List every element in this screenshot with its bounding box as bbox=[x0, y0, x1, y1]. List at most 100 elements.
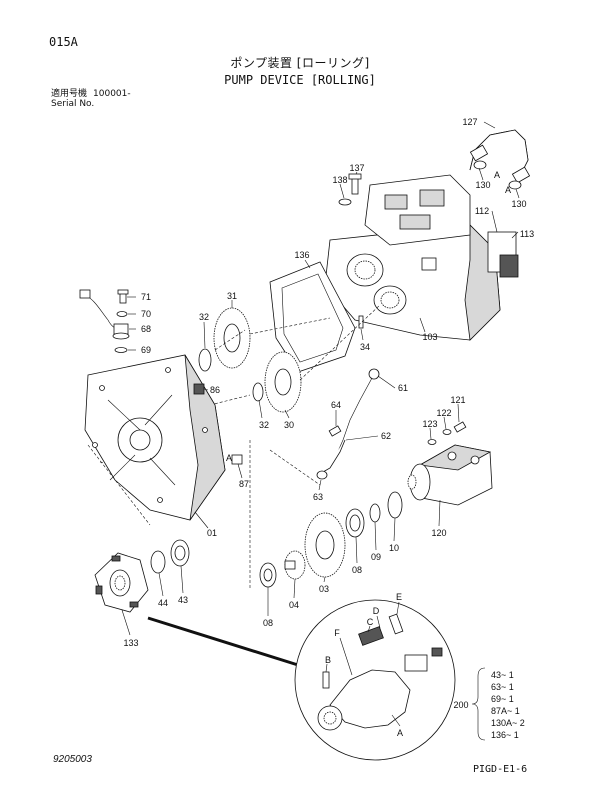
bolt-137 bbox=[351, 177, 359, 195]
inset-screw-e bbox=[388, 613, 404, 635]
fitting-130-right bbox=[508, 180, 522, 190]
assembly-line-86 bbox=[209, 394, 251, 406]
o-ring-123 bbox=[427, 439, 437, 445]
leader-inset-e bbox=[396, 601, 400, 615]
bolt-71-head bbox=[117, 289, 129, 295]
gear-30-hub bbox=[274, 368, 292, 396]
gasket-136 bbox=[269, 261, 356, 373]
callout-137: 137 bbox=[349, 163, 364, 173]
coupling-133 bbox=[94, 552, 149, 613]
kit-item-1: 43~ 1 bbox=[491, 670, 514, 680]
dipstick-61 bbox=[334, 377, 373, 459]
leader-34 bbox=[360, 328, 364, 341]
callout-64: 64 bbox=[331, 400, 341, 410]
leader-86 bbox=[203, 388, 209, 391]
sheet-id: 015A bbox=[49, 35, 78, 49]
drawing-number: 9205003 bbox=[53, 754, 92, 765]
valve-block bbox=[364, 174, 471, 246]
leader-03 bbox=[323, 576, 326, 583]
callout-08-right: 08 bbox=[352, 565, 362, 575]
callout-44: 44 bbox=[158, 598, 168, 608]
housing-bolt-hole-3 bbox=[92, 442, 98, 448]
letter-inset-b: B bbox=[325, 655, 331, 665]
serial-label-ja: 適用号機 bbox=[51, 89, 88, 99]
leader-137 bbox=[355, 171, 358, 175]
letter-inset-f: F bbox=[334, 628, 340, 638]
callout-43: 43 bbox=[178, 595, 188, 605]
gear-pump-port-2 bbox=[470, 455, 480, 465]
callout-04: 04 bbox=[289, 600, 299, 610]
leader-61 bbox=[377, 375, 396, 389]
o-ring-69 bbox=[114, 347, 128, 353]
letter-inset-c: C bbox=[367, 617, 374, 627]
sensor-68-flange bbox=[112, 332, 130, 340]
leader-120 bbox=[438, 499, 441, 527]
housing-bore-inner bbox=[129, 429, 151, 451]
housing-rib-1 bbox=[107, 399, 141, 431]
housing-flange bbox=[184, 354, 226, 521]
plug-87 bbox=[231, 454, 243, 465]
callout-86: 86 bbox=[210, 385, 220, 395]
leader-44 bbox=[158, 572, 164, 597]
pump-spline-rear bbox=[380, 291, 400, 309]
callout-130-lower: 130 bbox=[511, 199, 526, 209]
inset-plate-c bbox=[358, 626, 384, 646]
kit-item-5: 130A~ 2 bbox=[491, 718, 525, 728]
leader-130-a bbox=[478, 167, 484, 181]
letter-inset-e: E bbox=[396, 592, 402, 602]
leader-112 bbox=[491, 210, 498, 233]
callout-10: 10 bbox=[389, 543, 399, 553]
callout-08-left: 08 bbox=[263, 618, 273, 628]
pipe-127-fitting-left bbox=[469, 144, 489, 162]
housing-bolt-hole-2 bbox=[165, 367, 171, 373]
leader-123 bbox=[429, 427, 432, 440]
inset-contents bbox=[317, 613, 443, 731]
callout-32-upper: 32 bbox=[199, 312, 209, 322]
callout-127: 127 bbox=[462, 117, 477, 127]
valve-block-spool-1 bbox=[384, 194, 408, 210]
callout-61: 61 bbox=[398, 383, 408, 393]
callout-68: 68 bbox=[141, 324, 151, 334]
callout-62: 62 bbox=[381, 431, 391, 441]
housing-rib-3 bbox=[109, 454, 136, 481]
bearing-08-right-inner bbox=[349, 514, 361, 532]
pump-port-boss bbox=[421, 257, 437, 271]
leader-87 bbox=[237, 463, 243, 479]
coupling-lug-1 bbox=[111, 555, 121, 562]
callout-01: 01 bbox=[207, 528, 217, 538]
leader-32-upper bbox=[203, 321, 206, 349]
bearing-08-left-inner bbox=[263, 568, 273, 582]
bolt-71 bbox=[119, 292, 127, 304]
title-english: PUMP DEVICE [ROLLING] bbox=[224, 73, 376, 87]
leader-inset-a bbox=[391, 714, 401, 727]
leader-30 bbox=[284, 409, 290, 419]
leader-113 bbox=[511, 231, 519, 239]
leader-138 bbox=[339, 183, 345, 199]
leader-121 bbox=[457, 403, 460, 423]
dipstick-61-ring bbox=[368, 368, 380, 380]
bolt-121 bbox=[453, 421, 467, 433]
callout-09: 09 bbox=[371, 552, 381, 562]
coupling-lug-3 bbox=[129, 601, 139, 608]
leader-inset-b bbox=[325, 663, 328, 673]
callout-133: 133 bbox=[123, 638, 138, 648]
callout-136: 136 bbox=[294, 250, 309, 260]
assembly-line-gear-30 bbox=[299, 304, 381, 381]
gear-pump-shaft bbox=[407, 474, 417, 490]
pump-spline-front bbox=[354, 260, 376, 280]
callout-71: 71 bbox=[141, 292, 151, 302]
kit-number: 200 bbox=[453, 700, 468, 710]
serial-value: 100001- bbox=[93, 89, 131, 99]
leader-09 bbox=[374, 521, 377, 551]
kit-item-2: 63~ 1 bbox=[491, 682, 514, 692]
serial-label-en: Serial No. bbox=[51, 99, 95, 109]
callout-112: 112 bbox=[475, 206, 489, 216]
assembly-line-gear-31 bbox=[249, 317, 331, 335]
bearing-43-inner bbox=[174, 545, 186, 561]
washer-138 bbox=[338, 198, 352, 206]
callout-69: 69 bbox=[141, 345, 151, 355]
callout-113: 113 bbox=[520, 229, 534, 239]
flywheel-housing-01 bbox=[84, 354, 226, 521]
title-block: ポンプ装置 [ローリング] PUMP DEVICE [ROLLING] bbox=[0, 54, 600, 87]
